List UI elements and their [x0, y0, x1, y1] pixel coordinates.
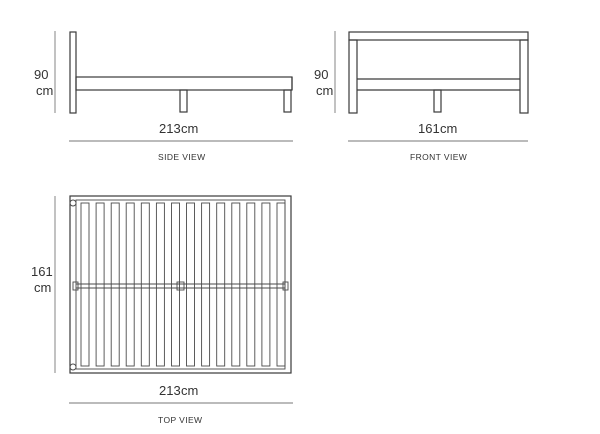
top-view-slats	[80, 202, 286, 367]
slat	[261, 202, 271, 367]
slat	[95, 202, 105, 367]
front-view-caption: FRONT VIEW	[410, 152, 467, 162]
front-view: 90 cm 161 cm FRONT VIEW	[314, 31, 529, 162]
top-view-depth-value: 161	[31, 264, 53, 279]
side-view-bed-outline	[69, 31, 293, 114]
slat	[276, 202, 286, 367]
front-view-width-value: 161	[418, 121, 440, 136]
slat	[186, 202, 195, 367]
front-view-width-unit: cm	[440, 121, 457, 136]
top-view-caption: TOP VIEW	[158, 415, 202, 425]
side-view-width-value: 213	[159, 121, 181, 136]
slat	[140, 202, 150, 367]
slat	[80, 202, 90, 367]
side-view-height-unit: cm	[36, 83, 53, 98]
slat	[171, 202, 180, 367]
top-view: 161 cm 213 cm TOP VIEW	[31, 195, 293, 425]
front-view-height-unit: cm	[316, 83, 333, 98]
slat	[201, 202, 211, 367]
top-view-bed-frame	[69, 195, 292, 374]
slat	[110, 202, 120, 367]
slat	[125, 202, 135, 367]
slat	[155, 202, 165, 367]
front-view-height-value: 90	[314, 67, 328, 82]
top-view-depth-unit: cm	[34, 280, 51, 295]
top-view-width-unit: cm	[181, 383, 198, 398]
side-view-caption: SIDE VIEW	[158, 152, 206, 162]
front-view-bed-outline	[348, 31, 529, 114]
slat	[231, 202, 241, 367]
side-view-width-unit: cm	[181, 121, 198, 136]
top-view-width-value: 213	[159, 383, 181, 398]
side-view: 90 cm 213 cm SIDE VIEW	[34, 31, 293, 162]
slat	[246, 202, 256, 367]
side-view-height-value: 90	[34, 67, 48, 82]
slat	[216, 202, 226, 367]
